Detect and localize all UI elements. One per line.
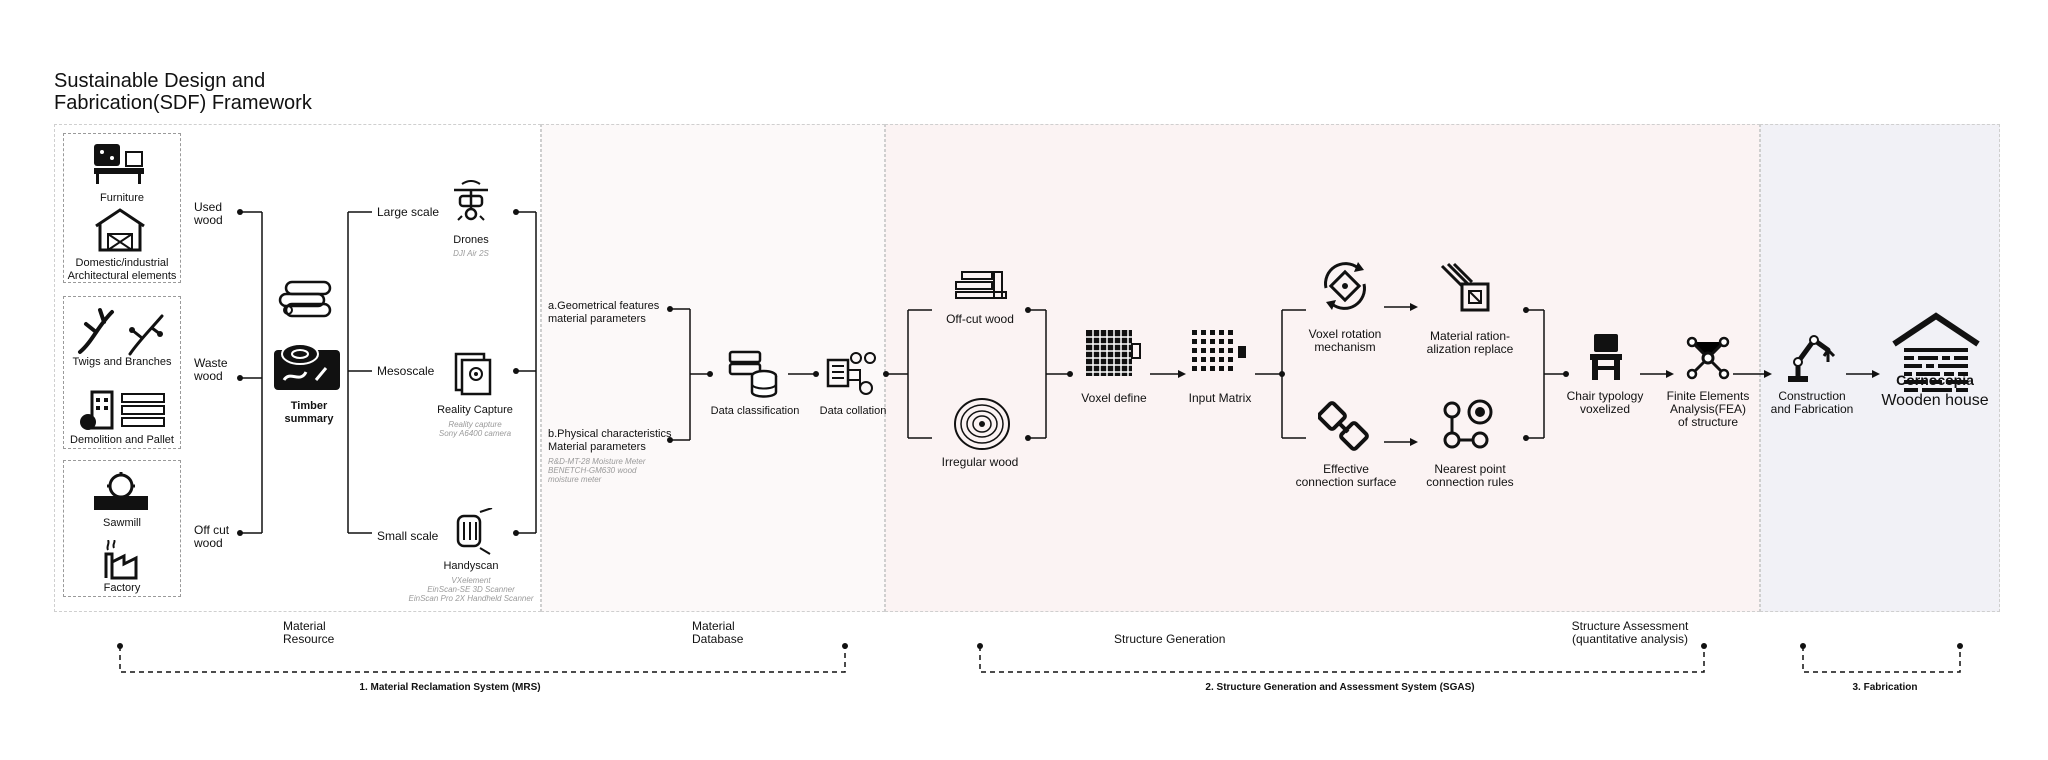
source-group-waste (63, 296, 181, 449)
material-database-label: Material Database (692, 619, 744, 646)
voxel-grid-icon (1086, 330, 1141, 376)
fea-network-icon (1686, 336, 1730, 380)
reality-capture-icon (454, 352, 492, 396)
system-2-label: 2. Structure Generation and Assessment S… (1205, 682, 1475, 693)
structure-assessment-label: Structure Assessment (quantitative analy… (1571, 619, 1689, 646)
voxel-rotation-icon (1324, 262, 1366, 310)
offcut-wood-label: Off cut wood (194, 523, 230, 550)
small-scale-label: Small scale (377, 529, 439, 543)
timber-logs-icon (278, 280, 332, 318)
handyscan-icon (456, 508, 493, 555)
reality-capture-label: Reality Capture (437, 404, 513, 416)
cornocopia-label: Cornocopia (1896, 372, 1974, 388)
drones-label: Drones (453, 234, 489, 246)
input-matrix-icon (1192, 330, 1246, 371)
wooden-house-icon (1892, 312, 1980, 392)
waste-wood-label: Waste wood (194, 356, 228, 383)
used-wood-label: Used wood (194, 200, 223, 227)
source-sawmill-label: Sawmill (103, 517, 141, 529)
offcut-wood-icon (955, 271, 1007, 299)
robot-arm-icon (1788, 335, 1836, 382)
effective-connection-label: Effective connection surface (1295, 462, 1397, 489)
construction-label: Construction and Fabrication (1770, 389, 1854, 416)
data-collation-label: Data collation (819, 405, 887, 417)
source-group-buildings (63, 133, 181, 283)
data-classification-label: Data classification (710, 405, 800, 417)
irregular-wood-icon (954, 398, 1010, 450)
nearest-point-label: Nearest point connection rules (1426, 462, 1514, 489)
source-demolition-label: Demolition and Pallet (70, 434, 174, 446)
drones-note: DJI Air 2S (453, 249, 489, 258)
handyscan-note: VXelement EinScan-SE 3D Scanner EinScan … (408, 576, 534, 603)
irregular-wood-label: Irregular wood (941, 455, 1019, 469)
source-furniture-label: Furniture (99, 192, 145, 204)
fea-label: Finite Elements Analysis(FEA) of structu… (1666, 389, 1750, 429)
structure-generation-label: Structure Generation (1114, 632, 1226, 646)
data-collation-icon (826, 352, 876, 395)
handyscan-label: Handyscan (443, 560, 499, 572)
moisture-meter-note: R&D-MT-28 Moisture Meter BENETCH-GM630 w… (548, 457, 646, 484)
twigs-icon (78, 308, 164, 356)
nearest-point-icon (1443, 399, 1493, 449)
server-database-icon (728, 350, 778, 398)
material-resource-label: Material Resource (283, 619, 335, 646)
source-domestic-label: Domestic/industrial Architectural elemen… (67, 257, 177, 282)
system-3-label: 3. Fabrication (1852, 682, 1918, 693)
connection-surface-icon (1318, 401, 1369, 451)
factory-icon (104, 540, 138, 580)
system-1-label: 1. Material Reclamation System (MRS) (359, 682, 541, 693)
source-twigs-label: Twigs and Branches (72, 356, 172, 368)
physical-characteristics-label: b.Physical characteristics Material para… (548, 428, 672, 453)
wooden-house-label: Wooden house (1881, 392, 1989, 409)
source-factory-label: Factory (103, 582, 141, 594)
chair-icon (1590, 334, 1622, 380)
geometrical-features-label: a.Geometrical features material paramete… (548, 300, 660, 325)
mesoscale-label: Mesoscale (377, 364, 435, 378)
input-matrix-label: Input Matrix (1188, 391, 1252, 405)
demolition-icon (80, 390, 165, 430)
furniture-icon (94, 144, 144, 184)
timber-summary-icon (274, 343, 340, 390)
material-rationalization-label: Material ration- alization replace (1426, 329, 1514, 356)
reality-capture-note: Reality capture Sony A6400 camera (438, 420, 512, 438)
voxel-rotation-label: Voxel rotation mechanism (1308, 327, 1382, 354)
chair-typology-label: Chair typology voxelized (1566, 389, 1644, 416)
building-icon (95, 208, 145, 252)
drone-icon (454, 180, 488, 221)
timber-summary-label: Timber summary (284, 400, 334, 425)
material-rationalization-icon (1440, 262, 1490, 312)
page-title: Sustainable Design and Fabrication(SDF) … (54, 70, 312, 114)
sawmill-icon (94, 472, 148, 510)
voxel-define-label: Voxel define (1081, 391, 1147, 405)
offcut-wood-type-label: Off-cut wood (946, 312, 1014, 326)
source-group-industry (63, 460, 181, 597)
large-scale-label: Large scale (377, 205, 440, 219)
